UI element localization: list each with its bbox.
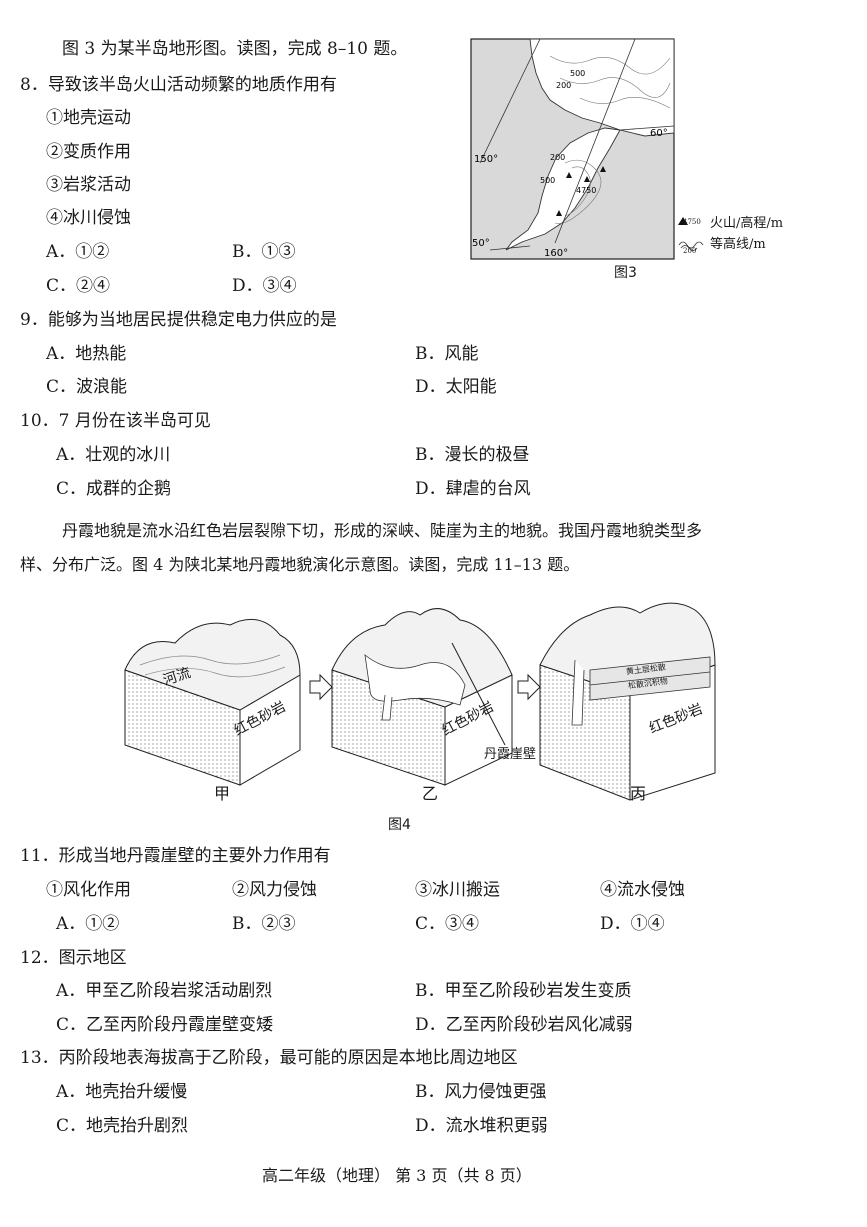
stage-jia: 甲 <box>214 784 231 803</box>
intro-fig3: 图 3 为某半岛地形图。读图，完成 8–10 题。 <box>62 39 408 59</box>
contour-label-500-top: 500 <box>570 69 585 78</box>
q12-option-a: A．甲至乙阶段岩浆活动剧烈 <box>56 981 273 1001</box>
volcano-legend-icon <box>678 217 688 225</box>
q9-option-c: C．波浪能 <box>46 377 128 397</box>
question-11-stem: 11．形成当地丹霞崖壁的主要外力作用有 <box>20 846 331 866</box>
q11-item-3: ③冰川搬运 <box>415 880 500 900</box>
q8-item-2: ②变质作用 <box>46 142 131 162</box>
contour-label-200: 200 <box>550 153 565 162</box>
q8-item-3: ③岩浆活动 <box>46 175 131 195</box>
q8-option-b: B．①③ <box>232 242 296 262</box>
q11-item-1: ①风化作用 <box>46 880 131 900</box>
figure-3-map: 60° 50° 150° 160° 500 200 200 500 4750 <box>470 38 675 260</box>
q8-option-a: A．①② <box>46 242 110 262</box>
page-footer: 高二年级（地理） 第 3 页（共 8 页） <box>262 1166 532 1185</box>
lat-60: 60° <box>650 128 668 139</box>
block-yi <box>331 608 513 786</box>
block-bing <box>539 602 716 801</box>
stage-bing: 丙 <box>630 784 647 803</box>
q12-option-b: B．甲至乙阶段砂岩发生变质 <box>415 981 632 1001</box>
contour-legend-icon <box>678 241 704 251</box>
question-12-stem: 12．图示地区 <box>20 948 127 968</box>
question-10-stem: 10．7 月份在该半岛可见 <box>20 411 211 431</box>
q10-option-b: B．漫长的极昼 <box>415 445 530 465</box>
q8-option-c: C．②④ <box>46 276 111 296</box>
q8-option-d: D．③④ <box>232 276 297 296</box>
legend-contour-value: 200 <box>683 247 697 255</box>
q10-option-a: A．壮观的冰川 <box>56 445 171 465</box>
question-9-stem: 9．能够为当地居民提供稳定电力供应的是 <box>20 310 337 330</box>
q8-item-4: ④冰川侵蚀 <box>46 208 131 228</box>
q11-option-a: A．①② <box>56 914 120 934</box>
q11-item-4: ④流水侵蚀 <box>600 880 685 900</box>
q11-option-c: C．③④ <box>415 914 480 934</box>
q12-option-d: D．乙至丙阶段砂岩风化减弱 <box>415 1015 633 1035</box>
intro-danxia-line2: 样、分布广泛。图 4 为陕北某地丹霞地貌演化示意图。读图，完成 11–13 题。 <box>20 555 580 574</box>
contour-label-200-top: 200 <box>556 81 571 90</box>
elevation-4750: 4750 <box>576 186 596 195</box>
contour-label-500: 500 <box>540 176 555 185</box>
q9-option-d: D．太阳能 <box>415 377 497 397</box>
question-8-stem: 8．导致该半岛火山活动频繁的地质作用有 <box>20 75 337 95</box>
q9-option-b: B．风能 <box>415 344 479 364</box>
q8-item-1: ①地壳运动 <box>46 108 131 128</box>
q13-option-b: B．风力侵蚀更强 <box>415 1082 547 1102</box>
q11-item-2: ②风力侵蚀 <box>232 880 317 900</box>
label-danxia-cliff: 丹霞崖壁 <box>484 747 537 762</box>
figure-4-caption: 图4 <box>388 817 411 833</box>
q12-option-c: C．乙至丙阶段丹霞崖壁变矮 <box>56 1015 274 1035</box>
q11-option-b: B．②③ <box>232 914 296 934</box>
question-13-stem: 13．丙阶段地表海拔高于乙阶段，最可能的原因是本地比周边地区 <box>20 1048 518 1068</box>
q13-option-d: D．流水堆积更弱 <box>415 1116 548 1136</box>
lon-150: 150° <box>474 154 498 165</box>
block-jia <box>124 618 301 786</box>
legend-volcano-value: 4750 <box>683 218 701 226</box>
q10-option-c: C．成群的企鹅 <box>56 479 172 499</box>
legend-volcano-label: 火山/高程/m <box>710 216 784 231</box>
q10-option-d: D．肆虐的台风 <box>415 479 531 499</box>
intro-danxia-line1: 丹霞地貌是流水沿红色岩层裂隙下切，形成的深峡、陡崖为主的地貌。我国丹霞地貌类型多 <box>62 521 703 540</box>
legend-contour-label: 等高线/m <box>710 237 766 252</box>
lat-50: 50° <box>472 238 490 249</box>
q13-option-a: A．地壳抬升缓慢 <box>56 1082 188 1102</box>
q13-option-c: C．地壳抬升剧烈 <box>56 1116 189 1136</box>
lon-160: 160° <box>544 248 568 259</box>
figure-4-diagram <box>124 602 716 801</box>
figure-3-caption: 图3 <box>614 265 637 281</box>
q9-option-a: A．地热能 <box>46 344 127 364</box>
stage-yi: 乙 <box>422 784 439 803</box>
q11-option-d: D．①④ <box>600 914 665 934</box>
